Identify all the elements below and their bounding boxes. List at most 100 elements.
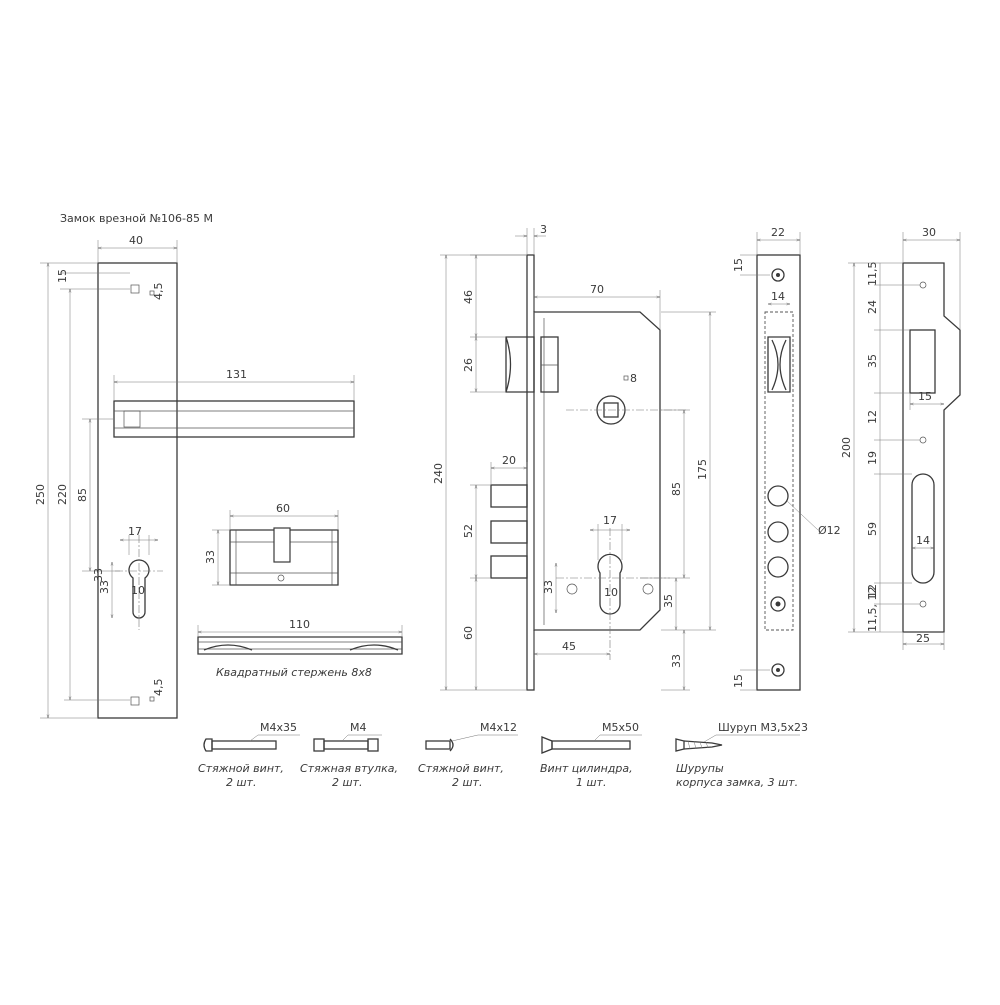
dim-plate-height: 250 — [34, 484, 47, 505]
latch-bolt — [505, 336, 535, 393]
faceplate-latch-opening — [767, 336, 791, 393]
dim-cylinder-length: 60 — [276, 502, 290, 515]
dim-strike-24: 24 — [866, 300, 879, 314]
strike-bolt-slot — [911, 473, 935, 584]
dim-cylinder-height: 33 — [204, 550, 217, 564]
bushing-label: M4 — [350, 721, 367, 734]
strike-plate-outline — [902, 262, 961, 633]
plate-bottom-hole — [130, 696, 140, 706]
deadbolt-1 — [490, 484, 528, 508]
dim-spindle-length: 110 — [289, 618, 310, 631]
dim-plate-top-offset: 15 — [56, 269, 69, 283]
dim-strike-35: 35 — [866, 354, 879, 368]
dim-faceplate-hole: Ø12 — [818, 524, 841, 537]
wood-screw-name: Шурупы — [676, 762, 724, 775]
screw-m4x35-qty: 2 шт. — [226, 776, 256, 789]
strike-latch-window — [909, 329, 936, 394]
dim-faceplate-top: 15 — [732, 258, 745, 272]
screw-m4x35: M4x35 Стяжной винт, 2 шт. — [198, 721, 300, 789]
plate-bottom-hole-small — [149, 696, 155, 702]
screw-m4x12-label: M4x12 — [480, 721, 517, 734]
dim-lock-keyhole-width: 17 — [603, 514, 617, 527]
dim-lock-backset-45: 45 — [562, 640, 576, 653]
plate-top-hole-small — [149, 290, 155, 296]
screw-m5x50-qty: 1 шт. — [576, 776, 606, 789]
dim-plate-hole-bottom: 4,5 — [152, 679, 165, 697]
screw-m4x35-label: M4x35 — [260, 721, 297, 734]
dim-keyhole-height: 33 — [98, 580, 111, 594]
strike-screw-1 — [919, 281, 927, 289]
spindle-caption: Квадратный стержень 8x8 — [216, 666, 372, 679]
screw-m4x12-qty: 2 шт. — [452, 776, 482, 789]
plate-top-hole — [130, 284, 140, 294]
wood-screw-label: Шуруп M3,5x23 — [718, 721, 808, 734]
strike-screw-2 — [919, 436, 927, 444]
drawing-title: Замок врезной №106-85 М — [60, 212, 213, 225]
dim-bolt-width: 20 — [502, 454, 516, 467]
dim-plate-hole-top: 4,5 — [152, 283, 165, 301]
dim-strike-14: 14 — [916, 534, 930, 547]
dim-backset-85: 85 — [76, 488, 89, 502]
strike-screw-3 — [919, 600, 927, 608]
dim-plate-width: 40 — [129, 234, 143, 247]
faceplate-bolt-3 — [767, 556, 789, 578]
plate-keyhole — [128, 559, 150, 619]
faceplate-recess — [764, 311, 794, 631]
dim-lock-keyhole-height: 33 — [542, 580, 555, 594]
faceplate-bolt-1 — [767, 485, 789, 507]
spindle-view: 110 Квадратный стержень 8x8 — [197, 618, 403, 679]
wood-screw-qty: корпуса замка, 3 шт. — [676, 776, 798, 789]
bushing-qty: 2 шт. — [332, 776, 362, 789]
faceplate-view: 22 15 14 Ø12 15 — [732, 226, 841, 691]
wood-screw: Шуруп M3,5x23 Шурупы корпуса замка, 3 шт… — [675, 721, 808, 789]
spindle-bar — [197, 636, 403, 655]
screw-m4x12: M4x12 Стяжной винт, 2 шт. — [418, 721, 518, 789]
dim-lock-height: 240 — [432, 463, 445, 484]
bushing-name: Стяжная втулка, — [300, 762, 398, 775]
dim-lock-keyhole-35: 35 — [662, 594, 675, 608]
dim-keyhole-slot: 10 — [131, 584, 145, 597]
latch-block — [540, 336, 559, 393]
deadbolt-3 — [490, 555, 528, 579]
faceplate-screw-top — [771, 268, 785, 282]
bushing-m4: M4 Стяжная втулка, 2 шт. — [300, 721, 398, 789]
dim-bolt-spacing: 52 — [462, 524, 475, 538]
lever-square-socket — [123, 410, 141, 428]
lever-handle — [113, 400, 355, 438]
dim-strike-12-low: 12 — [866, 584, 879, 598]
dim-faceplate-width: 22 — [771, 226, 785, 239]
lock-screw-right — [642, 583, 654, 595]
lock-front-plate — [526, 254, 535, 691]
dim-strike-59: 59 — [866, 522, 879, 536]
dim-lock-front: 3 — [540, 223, 547, 236]
screw-m5x50-label: M5x50 — [602, 721, 639, 734]
faceplate-outline — [756, 254, 801, 691]
dim-lock-depth: 70 — [590, 283, 604, 296]
screw-m5x50: M5x50 Винт цилиндра, 1 шт. — [540, 721, 642, 789]
lock-body-view: 3 46 26 70 8 240 20 52 60 85 1 — [432, 223, 716, 691]
handle-plate-outline — [97, 262, 178, 719]
screw-m5x50-name: Винт цилиндра, — [540, 762, 633, 775]
handle-plate-view: 40 15 4,5 250 220 131 85 17 33 33 10 — [34, 234, 355, 719]
fasteners-row: M4x35 Стяжной винт, 2 шт. M4 Стяжная вту… — [198, 721, 808, 789]
dim-square-hole: 8 — [630, 372, 637, 385]
deadbolt-2 — [490, 520, 528, 544]
dim-plate-inner: 220 — [56, 484, 69, 505]
lock-case — [534, 311, 661, 631]
dim-strike-15: 15 — [918, 390, 932, 403]
cylinder-body — [229, 529, 339, 586]
dim-lock-bottom-60: 60 — [462, 626, 475, 640]
dim-strike-19: 19 — [866, 451, 879, 465]
dim-strike-width: 30 — [922, 226, 936, 239]
dim-faceplate-bottom: 15 — [732, 674, 745, 688]
faceplate-screw-bottom — [771, 663, 785, 677]
screw-m4x12-name: Стяжной винт, — [418, 762, 504, 775]
strike-plate-view: 30 200 11,5 24 35 12 19 59 12 11,5, 12 1… — [840, 226, 961, 650]
dim-strike-height: 200 — [840, 437, 853, 458]
dim-lock-backset-85: 85 — [670, 482, 683, 496]
dim-strike-top: 11,5 — [866, 262, 879, 287]
dim-handle-length: 131 — [226, 368, 247, 381]
lock-screw-left — [566, 583, 578, 595]
